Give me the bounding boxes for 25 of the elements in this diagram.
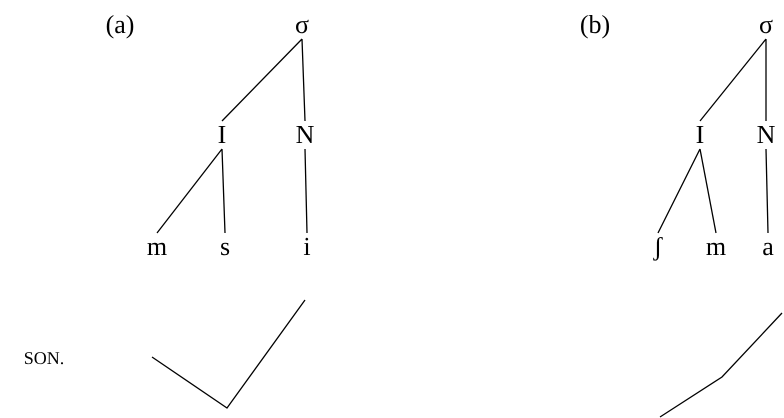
tree-node-label: ʃ xyxy=(652,233,664,261)
tree-node-label: m xyxy=(704,233,728,261)
tree-branch xyxy=(699,148,717,234)
tree-branch xyxy=(304,148,308,234)
tree-branch xyxy=(301,38,306,122)
tree-node-label: m xyxy=(144,233,170,261)
tree-node-label: I xyxy=(694,121,706,149)
tree-node-label: s xyxy=(218,233,232,261)
tree-node-label: a xyxy=(760,233,776,261)
tree-branch xyxy=(221,148,226,234)
tree-branch xyxy=(657,148,701,234)
tree-node-label: I xyxy=(216,121,228,149)
tree-branch xyxy=(765,148,769,234)
tree-node-label: σ xyxy=(757,11,775,39)
tree-branch xyxy=(222,38,302,122)
tree-branch xyxy=(700,38,766,122)
axis-label: SON. xyxy=(24,347,64,370)
tree-node-label: i xyxy=(301,233,313,261)
tree-node-label: N xyxy=(294,121,316,149)
tree-branch xyxy=(156,148,223,234)
tree-node-label: N xyxy=(754,121,778,149)
tree-node-label: σ xyxy=(293,11,311,39)
panel-label: (b) xyxy=(580,11,610,39)
tree-branch xyxy=(765,39,767,121)
panel-label: (a) xyxy=(106,11,134,39)
